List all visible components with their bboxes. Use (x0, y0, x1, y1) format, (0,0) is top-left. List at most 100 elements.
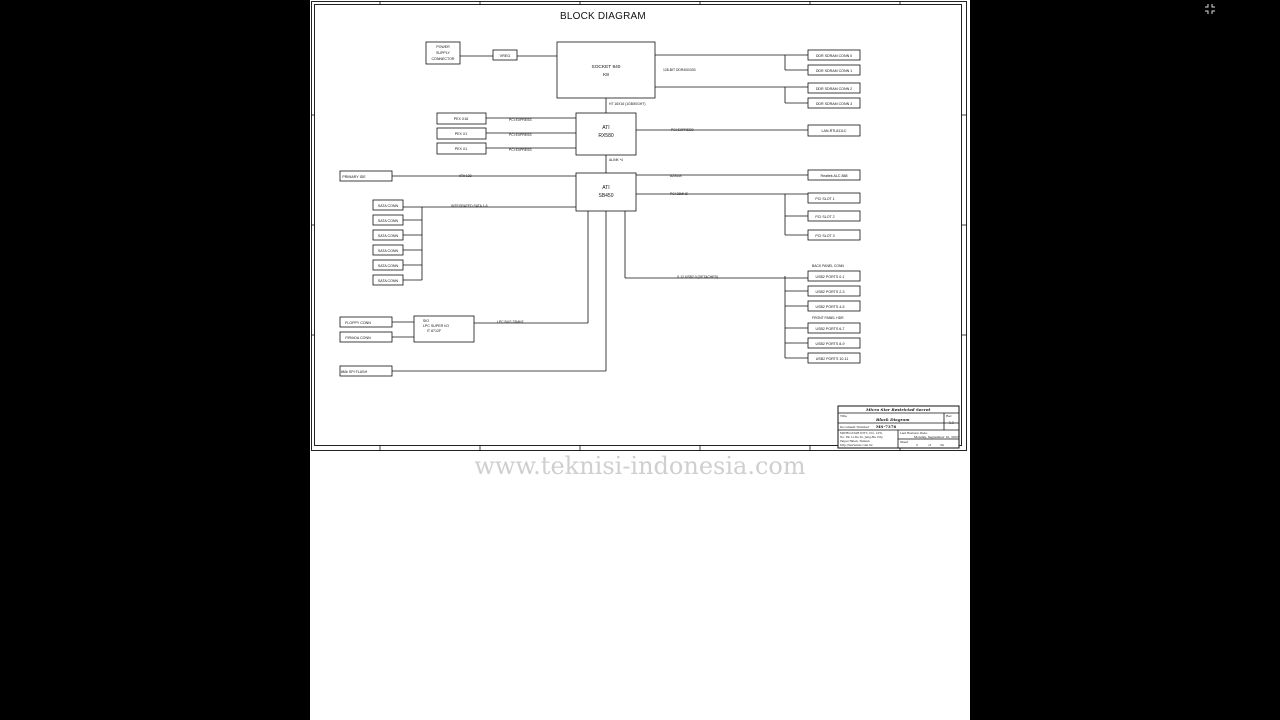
southbridge-label-1: ATI (602, 185, 609, 191)
company-restricted: Micro Star Restricted Secret (865, 407, 931, 412)
southbridge: ATI SB450 (575, 172, 637, 212)
address-line-1: MICRO-STAR INT'L CO., LTD. (840, 431, 883, 435)
sata-conn-4-label: SATA CONN (378, 249, 399, 253)
collapse-icon-glyph (1205, 4, 1215, 14)
primary-ide-label: PRIMARY IDE (342, 175, 366, 179)
usb-2-3-label: USB2 PORTS 2-3 (816, 290, 845, 294)
pci-slot-3-label: PCI SLOT 3 (815, 234, 834, 238)
sata-conn-2-label: SATA CONN (378, 219, 399, 223)
address-line-3: Taipei Hsien, Taiwan (840, 439, 870, 443)
ddr-conn-0: DDR SDRAM CONN 0 (807, 49, 861, 61)
schematic-sheet: POWER SUPPLY CONNECTOR VREG SOCKET 940 K… (310, 0, 970, 720)
pcie-b-label: PCI EXPRESS (509, 133, 532, 137)
title-label: Title (840, 414, 847, 418)
spi-flash: 8Mb SPI FLASH (339, 365, 393, 377)
watermark-text: www.teknisi-indonesia.com (474, 452, 806, 480)
sata-conn-1: SATA CONN (372, 199, 404, 211)
diagram-title: BLOCK DIAGRAM (560, 11, 646, 22)
address-line-2: No. 69, Li-De St, Jung-He City, (840, 435, 883, 439)
vreg-block: VREG (492, 49, 518, 61)
vreg-label: VREG (500, 54, 511, 58)
bus-wires (392, 54, 808, 372)
sio-label-2: LPC SUPER I/O (423, 324, 449, 328)
power-label-2: SUPPLY (436, 51, 451, 55)
fir-conn: FIR/IrDA CONN (339, 331, 393, 343)
southbridge-label-2: SB450 (598, 193, 613, 199)
azalia-label: AZALIA (670, 174, 682, 178)
ddr-conn-1-label: DDR SDRAM CONN 1 (816, 69, 852, 73)
northbridge-label-2: RX580 (598, 133, 614, 139)
sata-conn-6: SATA CONN (372, 274, 404, 286)
date-label: Last Revision Date: (900, 431, 928, 435)
sata-conn-3: SATA CONN (372, 229, 404, 241)
power-label-3: CONNECTOR (431, 57, 454, 61)
sata-bus-label: INTEGRATED SATA 1-6 (451, 204, 488, 208)
audio-label: Realtek ALC 888 (821, 174, 848, 178)
northbridge-label-1: ATI (602, 125, 609, 131)
ddr-conn-1: DDR SDRAM CONN 1 (807, 64, 861, 76)
pci-bus-label: PCI 33MHZ (670, 192, 688, 196)
usb-10-11-label: USB2 PORTS 10-11 (816, 357, 849, 361)
floppy-conn: FLOPPY CONN (339, 316, 393, 328)
sata-conn-4: SATA CONN (372, 244, 404, 256)
sio-label-3: IT 8712F (427, 329, 442, 333)
northbridge: ATI RX580 (575, 112, 637, 156)
collapse-icon[interactable] (1203, 3, 1217, 17)
super-io: SIO LPC SUPER I/O IT 8712F (413, 315, 475, 343)
usb-ports-0-1: USB2 PORTS 0-1 (807, 270, 861, 282)
pci-slot-2: PCI SLOT 2 (807, 210, 861, 222)
pcie-lan-label: PCI EXPRESS (671, 128, 694, 132)
sata-conn-2: SATA CONN (372, 214, 404, 226)
pex-x1-a-label: PEX X1 (455, 132, 468, 136)
ddr-bus-label: 128-BIT DDR400/333 (663, 68, 696, 72)
power-label-1: POWER (436, 45, 450, 49)
ddr-conn-2-label: DDR SDRAM CONN 2 (816, 87, 852, 91)
cpu-socket: SOCKET 940 K8 (556, 41, 656, 99)
power-connector: POWER SUPPLY CONNECTOR (425, 41, 461, 65)
of-label: of (928, 443, 932, 447)
usb-0-1-label: USB2 PORTS 0-1 (816, 275, 845, 279)
pcie-a-label: PCI EXPRESS (509, 118, 532, 122)
sata-conn-1-label: SATA CONN (378, 204, 399, 208)
usb-6-7-label: USB2 PORTS 6-7 (816, 327, 845, 331)
usb-bus-label: X 12 USB2.0 (DETACHED) (677, 275, 718, 279)
sata-conn-3-label: SATA CONN (378, 234, 399, 238)
audio-codec: Realtek ALC 888 (807, 169, 861, 181)
ht-bus-label: HT 16X16 (1GB/EIGHT) (609, 102, 646, 106)
usb-ports-8-9: USB2 PORTS 8-9 (807, 337, 861, 349)
lan-label: LAN-RTL8111C (822, 129, 847, 133)
sio-label-1: SIO (423, 319, 429, 323)
ddr-conn-3: DDR SDRAM CONN 3 (807, 97, 861, 109)
pex-x1-slot-a: PEX X1 (436, 127, 487, 140)
fir-label: FIR/IrDA CONN (345, 336, 371, 340)
address-line-4: http://www.msi.com.tw (840, 443, 873, 447)
ddr-conn-3-label: DDR SDRAM CONN 3 (816, 102, 852, 106)
rev-value: 1.1 (949, 421, 954, 425)
date-value: Monday, September 10, 2007 (914, 435, 959, 439)
pci-slot-1-label: PCI SLOT 1 (815, 197, 834, 201)
pci-slot-2-label: PCI SLOT 2 (815, 215, 834, 219)
usb-ports-4-5: USB2 PORTS 4-5 (807, 300, 861, 312)
block-diagram: POWER SUPPLY CONNECTOR VREG SOCKET 940 K… (311, 1, 967, 451)
pex-x1-slot-b: PEX X1 (436, 142, 487, 155)
lpc-bus-label: LPC BUS 33MHZ (497, 320, 524, 324)
title-block: Micro Star Restricted Secret Title Block… (837, 405, 960, 449)
pex-x16-slot: PEX X16 (436, 112, 487, 125)
usb-ports-2-3: USB2 PORTS 2-3 (807, 285, 861, 297)
usb-ports-10-11: USB2 PORTS 10-11 (807, 352, 861, 364)
pex-x1-b-label: PEX X1 (455, 147, 468, 151)
pex-x16-label: PEX X16 (454, 117, 469, 121)
bus-labels: 128-BIT DDR400/333 HT 16X16 (1GB/EIGHT) … (451, 68, 844, 324)
ata-bus-label: ATA 133 (459, 174, 472, 178)
lan-chip: LAN-RTL8111C (807, 124, 861, 137)
cpu-label-1: SOCKET 940 (592, 64, 621, 70)
sheet-border-outer (311, 1, 967, 451)
sheet-label: Sheet (900, 440, 909, 444)
total-sheets-value: 34 (940, 443, 944, 447)
sata-conn-5-label: SATA CONN (378, 264, 399, 268)
doc-label: Document Number (840, 425, 870, 429)
sheet-value: 2 (916, 443, 918, 447)
title-value: Block Diagram (875, 417, 909, 422)
doc-value: MS-7376 (876, 424, 896, 429)
usb-ports-6-7: USB2 PORTS 6-7 (807, 322, 861, 334)
